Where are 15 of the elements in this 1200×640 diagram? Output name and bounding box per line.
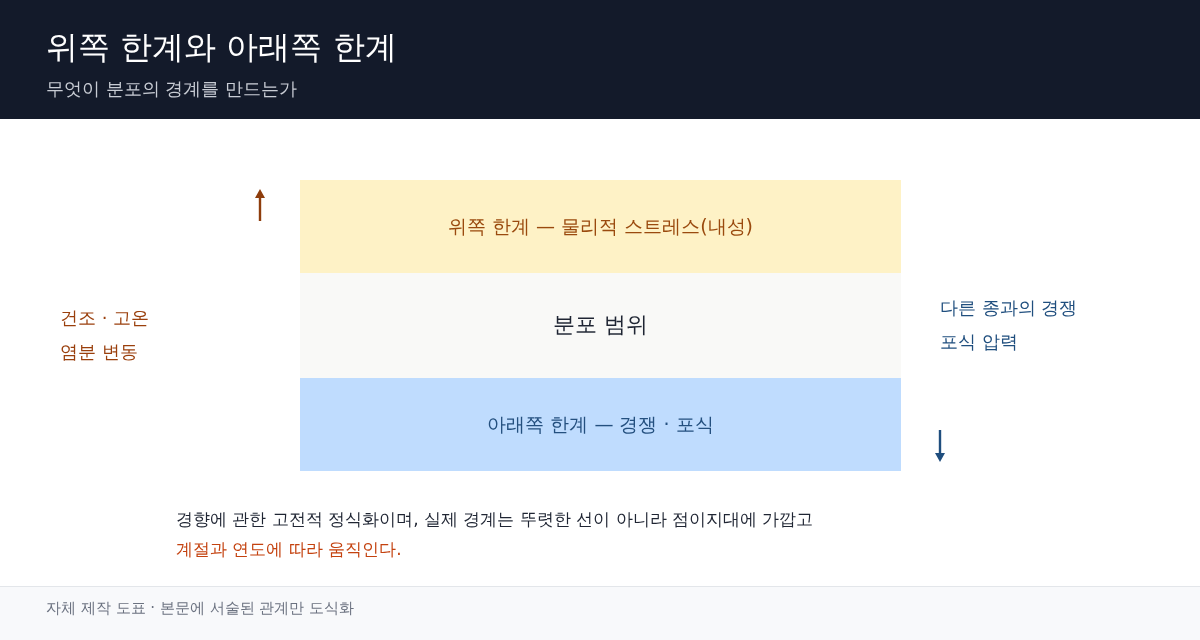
band-label: 아래쪽 한계 — 경쟁 · 포식 <box>487 413 714 436</box>
lower-limit-band <box>300 378 901 471</box>
factor-label: 다른 종과의 경쟁 <box>940 297 1078 319</box>
note-text: 경향에 관한 고전적 정식화이며, 실제 경계는 뚜렷한 선이 아니라 점이지대에 가깝고 <box>176 509 814 530</box>
factor-label: 건조 · 고온 <box>60 307 150 329</box>
band-label: 분포 범위 <box>553 312 648 339</box>
note-text: 계절과 연도에 따라 움직인다. <box>176 539 402 560</box>
source-note: 자체 제작 도표 · 본문에 서술된 관계만 도식화 <box>46 599 355 617</box>
subtitle: 무엇이 분포의 경계를 만드는가 <box>46 78 298 100</box>
upper-limit-band <box>300 180 901 273</box>
band-label: 위쪽 한계 — 물리적 스트레스(내성) <box>448 215 753 238</box>
factor-label: 포식 압력 <box>940 331 1018 353</box>
range-band <box>300 273 901 378</box>
title: 위쪽 한계와 아래쪽 한계 <box>46 28 397 67</box>
factor-label: 염분 변동 <box>60 341 138 363</box>
